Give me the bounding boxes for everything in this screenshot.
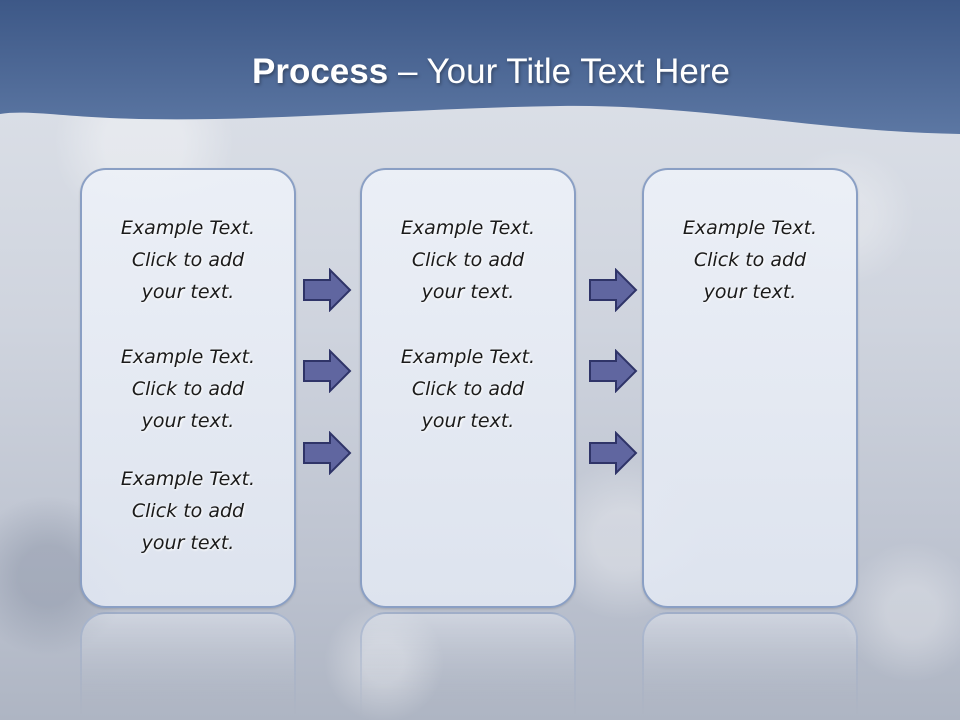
text-line: your text. — [141, 532, 235, 554]
text-line: your text. — [703, 281, 797, 303]
text-block[interactable]: Example Text. Click to add your text. — [82, 463, 294, 559]
text-line: Example Text. — [400, 346, 536, 368]
text-line: Click to add — [131, 500, 245, 522]
text-block[interactable]: Example Text. Click to add your text. — [82, 212, 294, 308]
panel-reflection — [642, 612, 858, 720]
title-rest-text: – Your Title Text Here — [388, 52, 730, 91]
text-line: your text. — [141, 281, 235, 303]
text-line: Example Text. — [120, 217, 256, 239]
header-wave-band — [0, 0, 960, 134]
panel-reflection — [80, 612, 296, 720]
text-line: your text. — [421, 281, 515, 303]
slide-title[interactable]: Process – Your Title Text Here — [0, 52, 960, 92]
text-line: Example Text. — [682, 217, 818, 239]
process-panel-1[interactable]: Example Text. Click to add your text. Ex… — [80, 168, 296, 608]
text-block[interactable]: Example Text. Click to add your text. — [82, 341, 294, 437]
panel-reflection — [360, 612, 576, 720]
text-block[interactable]: Example Text. Click to add your text. — [644, 212, 856, 308]
right-arrow-icon[interactable] — [302, 268, 352, 312]
text-line: your text. — [141, 410, 235, 432]
text-line: Click to add — [411, 378, 525, 400]
text-block[interactable]: Example Text. Click to add your text. — [362, 212, 574, 308]
right-arrow-icon[interactable] — [302, 349, 352, 393]
right-arrow-icon[interactable] — [588, 268, 638, 312]
right-arrow-icon[interactable] — [302, 431, 352, 475]
right-arrow-icon[interactable] — [588, 431, 638, 475]
process-panel-3[interactable]: Example Text. Click to add your text. — [642, 168, 858, 608]
text-line: Example Text. — [120, 346, 256, 368]
text-line: Click to add — [411, 249, 525, 271]
process-panel-2[interactable]: Example Text. Click to add your text. Ex… — [360, 168, 576, 608]
text-block[interactable]: Example Text. Click to add your text. — [362, 341, 574, 437]
text-line: Click to add — [131, 378, 245, 400]
right-arrow-icon[interactable] — [588, 349, 638, 393]
title-bold-text: Process — [252, 52, 389, 91]
text-line: Click to add — [693, 249, 807, 271]
text-line: Click to add — [131, 249, 245, 271]
text-line: your text. — [421, 410, 515, 432]
text-line: Example Text. — [120, 468, 256, 490]
text-line: Example Text. — [400, 217, 536, 239]
